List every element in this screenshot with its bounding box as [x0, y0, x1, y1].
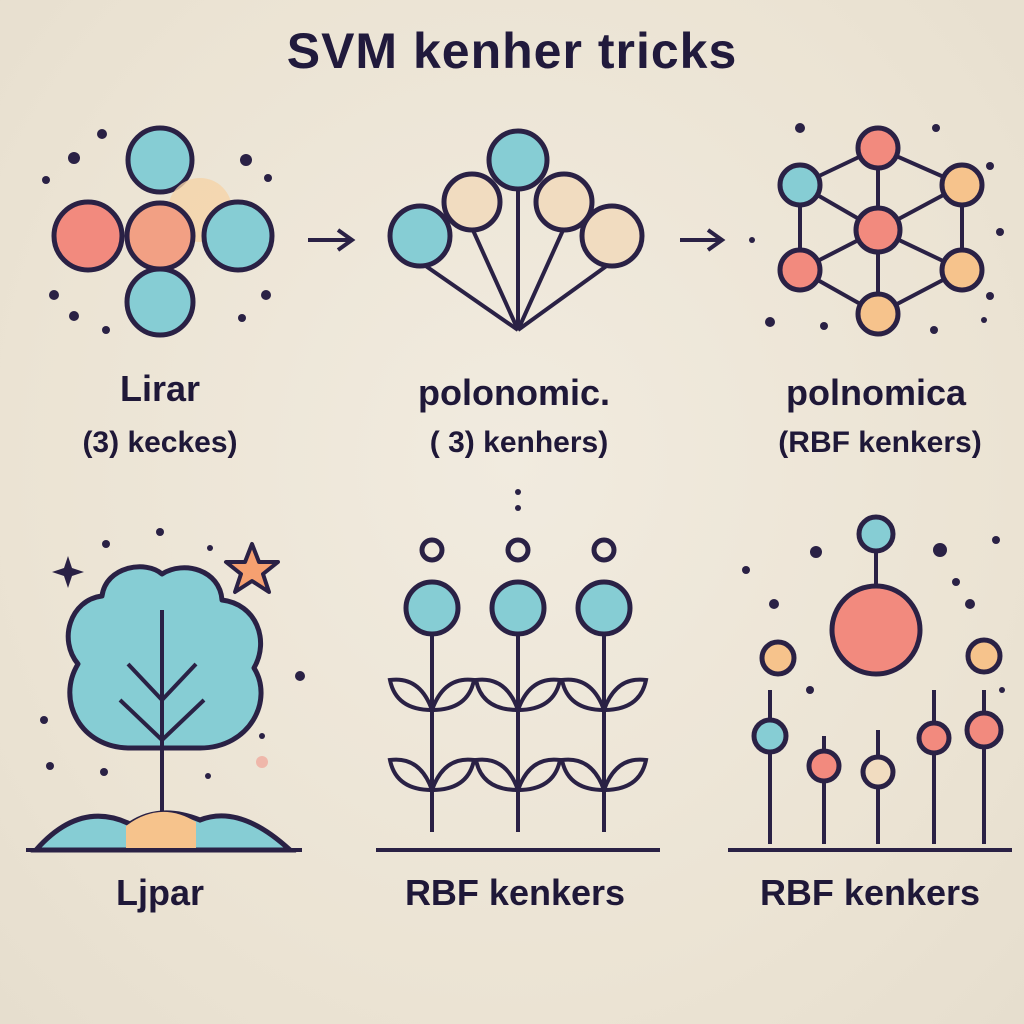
page-title: SVM kenher tricks — [286, 23, 738, 79]
arrow-right-icon — [308, 228, 356, 252]
sprouts-icon — [376, 537, 660, 852]
panel-5-label: RBF kenkers — [404, 872, 626, 913]
panel-6-label: RBF kenkers — [759, 872, 981, 913]
panel-2-sublabel: ( 3) kenhers) — [429, 426, 609, 459]
tree-icon — [26, 528, 305, 853]
lollipop-nodes-icon — [728, 514, 1012, 852]
panel-1-sublabel: (3) keckes) — [82, 426, 238, 459]
arrow-right-icon — [680, 228, 726, 252]
panel-4-label: Ljpar — [115, 872, 204, 913]
panel-1-label: Lirar — [119, 368, 201, 409]
hexagon-network-icon — [749, 123, 1004, 337]
fan-circles-icon — [387, 128, 645, 332]
separator-dots-icon — [515, 489, 521, 511]
panel-3-sublabel: (RBF kenkers) — [778, 426, 982, 459]
panel-3-label: polnomica — [785, 372, 967, 413]
panel-2-label: polonomic. — [418, 372, 610, 413]
overlapping-circles-icon — [42, 125, 275, 338]
